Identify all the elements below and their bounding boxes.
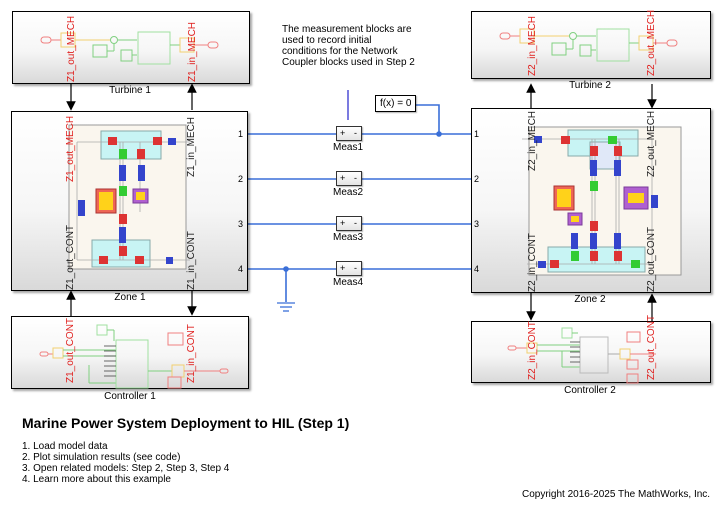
zone1-tag-bot-right: Z1_in_CONT (186, 231, 197, 290)
meas1-label: Meas1 (333, 142, 364, 153)
turbine2-internals (499, 28, 678, 62)
measurement-annotation: The measurement blocks are used to recor… (282, 24, 415, 68)
zone2-tag-top-right: Z2_out_MECH (646, 110, 657, 177)
turbine1-block[interactable]: Z1_out_MECH Z1_in_MECH (12, 11, 250, 84)
zone1-tag-top-right: Z1_in_MECH (186, 116, 197, 177)
controller1-tag-left: Z1_out_CONT (65, 317, 76, 383)
turbine2-label: Turbine 2 (569, 80, 611, 91)
zone2-port-3[interactable]: 3 (474, 219, 480, 229)
ground-icon (277, 302, 295, 312)
controller1-internals (39, 324, 229, 389)
solver-configuration-block[interactable]: f(x) = 0 (375, 95, 417, 112)
junction-dot (283, 266, 289, 272)
controller2-label: Controller 2 (564, 385, 616, 396)
zone2-port-1[interactable]: 1 (474, 129, 480, 139)
turbine1-tag-right: Z1_in_MECH (187, 21, 198, 82)
meas4-minus: - (354, 263, 357, 273)
junction-dot (436, 131, 442, 137)
turbine1-tag-left: Z1_out_MECH (66, 15, 77, 82)
turbine2-block[interactable]: Z2_in_MECH Z2_out_MECH (471, 9, 711, 79)
meas2-label: Meas2 (333, 187, 364, 198)
link-learn-more[interactable]: 4. Learn more about this example (22, 474, 171, 485)
meas4-label: Meas4 (333, 277, 364, 288)
meas1-plus: + (340, 128, 346, 138)
meas4-plus: + (340, 263, 346, 273)
controller1-block[interactable]: Z1_out_CONT Z1_in_CONT (11, 316, 249, 389)
meas1-block[interactable]: + - (336, 126, 362, 141)
zone2-label: Zone 2 (574, 294, 606, 305)
zone1-internals (68, 124, 190, 270)
meas2-block[interactable]: + - (336, 171, 362, 186)
meas3-minus: - (354, 218, 357, 228)
meas2-minus: - (354, 173, 357, 183)
meas3-plus: + (340, 218, 346, 228)
meas2-plus: + (340, 173, 346, 183)
model-links: 1. Load model data 2. Plot simulation re… (22, 441, 229, 485)
meas1-minus: - (354, 128, 357, 138)
wire-solver[interactable] (415, 104, 440, 134)
turbine1-label: Turbine 1 (109, 85, 151, 96)
controller1-tag-right: Z1_in_CONT (186, 324, 197, 383)
zone2-internals (522, 126, 682, 276)
annotation-line: Coupler blocks used in Step 2 (282, 57, 415, 68)
annotation-line: used to record initial (282, 35, 372, 46)
zone2-tag-top-left: Z2_in_MECH (527, 110, 538, 171)
zone2-block[interactable]: Z2_in_MECH Z2_out_MECH Z2_in_CONT Z2_out… (471, 108, 711, 293)
zone2-port-2[interactable]: 2 (474, 174, 480, 184)
zone1-port-2[interactable]: 2 (238, 174, 244, 184)
controller2-tag-right: Z2_out_CONT (646, 314, 657, 380)
zone1-tag-top-left: Z1_out_MECH (65, 115, 76, 182)
controller1-label: Controller 1 (104, 391, 156, 402)
copyright-notice: Copyright 2016-2025 The MathWorks, Inc. (522, 489, 711, 500)
link-open-related-models[interactable]: 3. Open related models: Step 2, Step 3, … (22, 463, 230, 474)
turbine1-internals (40, 31, 219, 65)
zone1-port-4[interactable]: 4 (238, 264, 244, 274)
zone1-block[interactable]: Z1_out_MECH Z1_in_MECH Z1_out_CONT Z1_in… (11, 111, 248, 291)
turbine2-tag-left: Z2_in_MECH (527, 15, 538, 76)
zone2-port-4[interactable]: 4 (474, 264, 480, 274)
link-load-model-data[interactable]: 1. Load model data (22, 441, 108, 452)
turbine2-tag-right: Z2_out_MECH (646, 9, 657, 76)
controller2-block[interactable]: Z2_in_CONT Z2_out_CONT (471, 315, 711, 384)
annotation-line: conditions for the Network (282, 46, 398, 57)
meas3-label: Meas3 (333, 232, 364, 243)
zone1-port-3[interactable]: 3 (238, 219, 244, 229)
zone1-tag-bot-left: Z1_out_CONT (65, 224, 76, 290)
controller2-internals (507, 327, 656, 384)
model-title: Marine Power System Deployment to HIL (S… (22, 415, 350, 431)
link-plot-results[interactable]: 2. Plot simulation results (see code) (22, 452, 181, 463)
annotation-line: The measurement blocks are (282, 24, 412, 35)
zone2-tag-bot-right: Z2_out_CONT (646, 226, 657, 292)
meas4-block[interactable]: + - (336, 261, 362, 276)
zone1-label: Zone 1 (114, 292, 146, 303)
controller2-tag-left: Z2_in_CONT (527, 321, 538, 380)
meas3-block[interactable]: + - (336, 216, 362, 231)
zone2-tag-bot-left: Z2_in_CONT (527, 233, 538, 292)
zone1-port-1[interactable]: 1 (238, 129, 244, 139)
